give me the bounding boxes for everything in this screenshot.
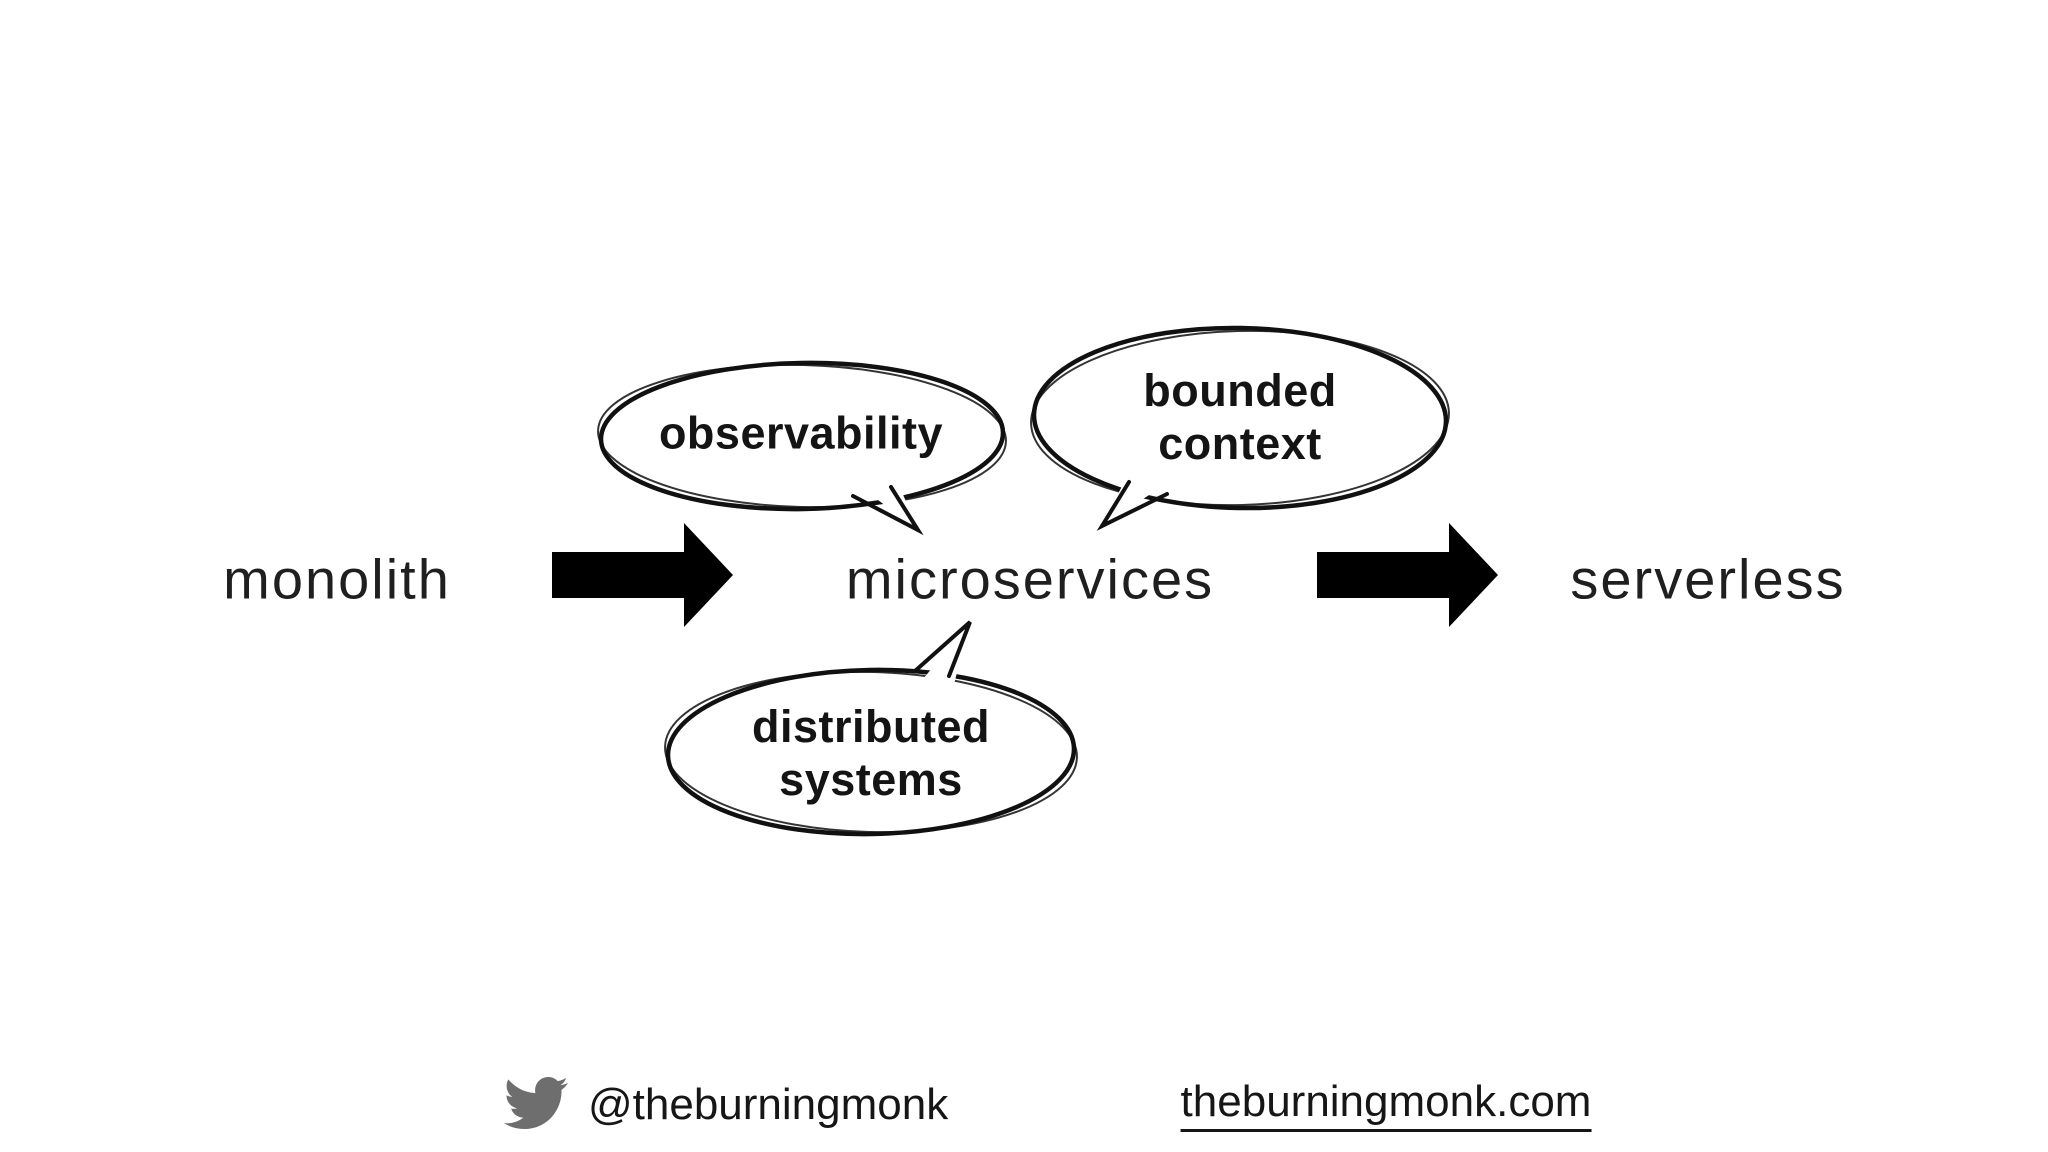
bubble-label-line: systems bbox=[779, 754, 963, 805]
speech-bubble-bounded-context bbox=[1030, 325, 1450, 531]
bubble-label-line: context bbox=[1158, 418, 1322, 469]
bubble-outline-sketch bbox=[664, 670, 1078, 834]
bubble-tail bbox=[851, 485, 924, 536]
bubble-label-line: observability bbox=[658, 407, 944, 459]
stage-label-microservices: microservices bbox=[845, 547, 1215, 611]
bubble-tail-fill bbox=[914, 622, 970, 692]
bubble-tail bbox=[1096, 480, 1169, 531]
bubble-outline-sketch bbox=[1030, 329, 1450, 507]
stage-label-serverless: serverless bbox=[1570, 547, 1846, 611]
speech-bubble-distributed-systems bbox=[664, 620, 1078, 837]
arrow-microservices-to-serverless bbox=[1317, 523, 1498, 627]
bubble-outline-sketch bbox=[597, 363, 1007, 509]
speech-bubble-observability bbox=[597, 360, 1007, 536]
arrow-monolith-to-microservices bbox=[552, 523, 733, 627]
bubble-outline bbox=[598, 360, 1006, 512]
bubble-label-bounded-context: bounded context bbox=[1143, 364, 1336, 470]
bubble-label-observability: observability bbox=[659, 407, 943, 460]
bubble-outline bbox=[665, 667, 1077, 837]
bubble-outline bbox=[1031, 325, 1449, 511]
website-link[interactable]: theburningmonk.com bbox=[1180, 1078, 1592, 1132]
bubble-label-line: bounded bbox=[1143, 365, 1337, 416]
bubble-tail-fill bbox=[1102, 470, 1172, 526]
bubble-tail bbox=[913, 620, 972, 678]
stage-label-monolith: monolith bbox=[223, 547, 451, 611]
bubble-label-distributed-systems: distributed systems bbox=[752, 700, 990, 806]
bubble-tail-fill bbox=[854, 478, 918, 530]
bubble-label-line: distributed bbox=[752, 701, 990, 752]
